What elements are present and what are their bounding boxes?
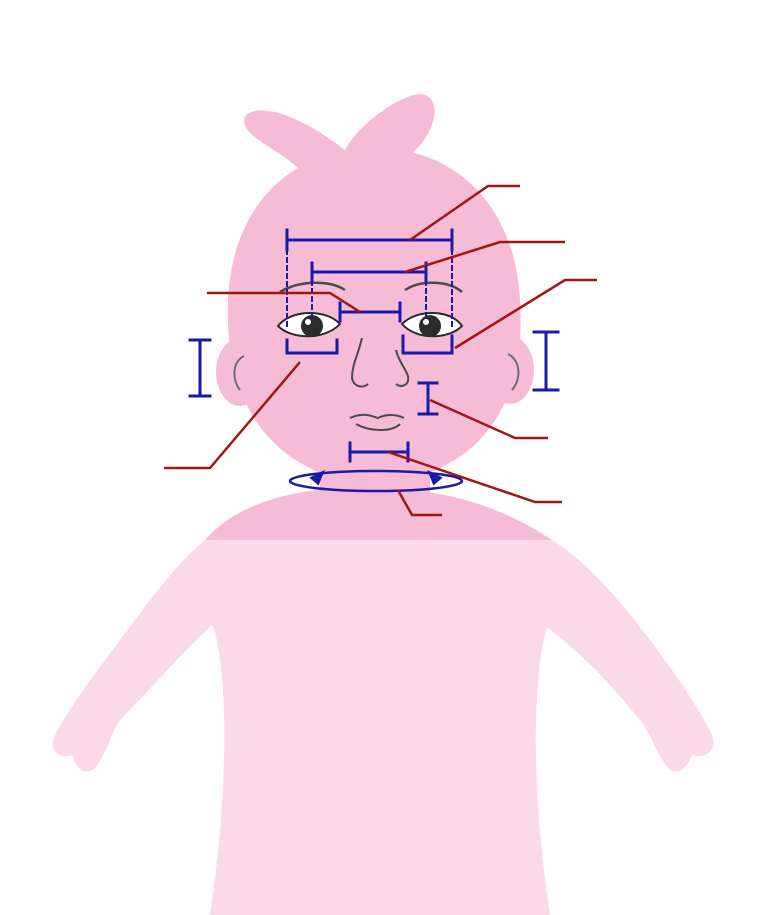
facial-features: [276, 281, 464, 431]
callout-lines: [164, 184, 597, 517]
ear-detail-right: [507, 353, 520, 391]
lower-fade-band: [0, 540, 768, 915]
eyebrow-left: [279, 281, 346, 294]
callout-nose-to-lip: [429, 398, 548, 440]
body-silhouette: [52, 487, 714, 915]
callout-left-eye-width: [164, 361, 301, 470]
callout-chin-width: [387, 450, 562, 504]
callout-inter-eye-distance: [207, 291, 361, 314]
callout-right-eye-width: [454, 278, 597, 350]
inter-eye-distance-bracket: [338, 301, 402, 323]
neck-circumference-ellipse: [288, 469, 464, 493]
ear-height-right-bracket: [532, 330, 560, 392]
right-eye-width-bracket: [401, 334, 454, 355]
left-eye-width-bracket: [285, 338, 339, 355]
head-group: [216, 94, 534, 500]
nose: [350, 337, 410, 388]
head: [227, 148, 521, 484]
measurement-lines: [188, 228, 560, 493]
eye-left: [276, 311, 342, 338]
mouth: [349, 413, 405, 431]
ear-height-left-bracket: [188, 338, 212, 398]
eye-right: [400, 311, 464, 338]
callout-neck-circumference: [396, 489, 442, 517]
nose-to-lip-bracket: [417, 381, 439, 416]
callout-inner-brow-width: [404, 240, 565, 274]
callout-outer-eye-width: [409, 184, 520, 242]
ear-detail-left: [233, 355, 245, 391]
eyebrow-right: [404, 281, 463, 293]
torso-and-arms: [52, 487, 714, 915]
neck: [320, 460, 430, 500]
outer-eye-width-bracket: [285, 228, 454, 329]
